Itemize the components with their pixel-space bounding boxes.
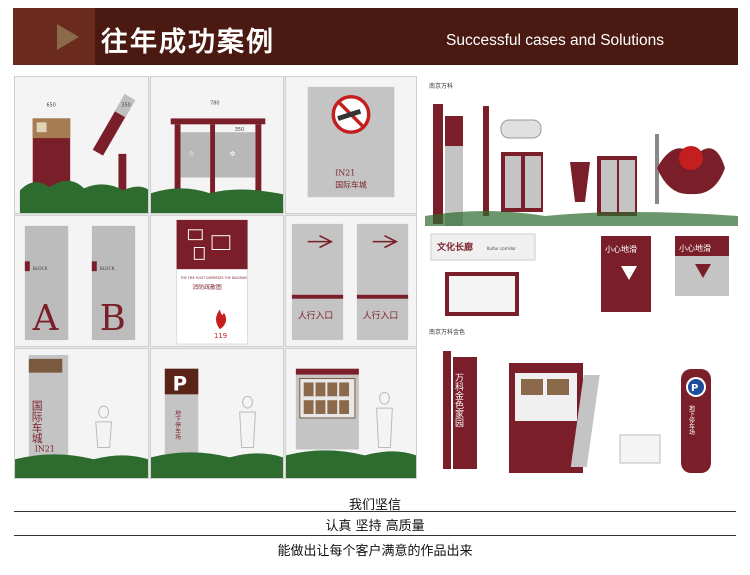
signage-illustration [286, 349, 416, 478]
header-banner: 往年成功案例 Successful cases and Solutions [13, 8, 738, 65]
svg-text:文化长廊: 文化长廊 [436, 241, 473, 253]
signage-drawings: 文化长廊 Kultur corridor 小心地滑 小心地滑 [425, 104, 738, 316]
svg-text:万科金色家园: 万科金色家园 [453, 373, 464, 428]
case-thumbnail-1[interactable]: 650 350 [14, 76, 149, 214]
case-thumbnail-5[interactable]: THE FIRE FIGHT DISPERSES THE DIAGRAM 消防疏… [150, 215, 284, 347]
signage-illustration: 国际车城 IN21 [15, 349, 148, 478]
svg-text:THE FIRE FIGHT DISPERSES THE D: THE FIRE FIGHT DISPERSES THE DIAGRAM [180, 276, 247, 280]
svg-text:♲: ♲ [188, 150, 194, 158]
svg-text:消防疏散图: 消防疏散图 [192, 283, 222, 291]
svg-text:650: 650 [47, 103, 56, 109]
case-thumbnail-8[interactable]: P 地下停车场 [150, 348, 284, 479]
signage-illustration: 人行入口 人行入口 [286, 216, 416, 346]
arrow-right-icon [57, 24, 79, 50]
svg-text:人行入口: 人行入口 [363, 309, 398, 321]
section-title: 南京万科 [429, 83, 454, 90]
footer-line-3: 能做出让每个客户满意的作品出来 [277, 544, 473, 559]
case-thumbnail-9[interactable] [285, 348, 417, 479]
right-bottom-section: 南京万科金色 万科金色家园 P 地下停车场 [425, 323, 738, 481]
banner-title-cn: 往年成功案例 [101, 27, 275, 58]
svg-text:✲: ✲ [230, 150, 236, 158]
signage-illustration: 650 350 [15, 77, 148, 213]
svg-text:B: B [100, 298, 126, 339]
svg-text:国际车城: 国际车城 [335, 179, 367, 189]
svg-text:小心地滑: 小心地滑 [605, 244, 637, 254]
svg-text:A: A [32, 298, 59, 339]
case-thumbnail-2[interactable]: ♲ ✲ 780 350 [150, 76, 284, 214]
section-title: 南京万科金色 [429, 329, 466, 336]
right-top-section: 南京万科 文化长廊 Kultur corridor 小心地滑 小心地滑 [425, 76, 738, 321]
case-thumbnail-3[interactable]: IN21 国际车城 [285, 76, 417, 214]
case-thumbnail-4[interactable]: BLOCK BLOCK A B [14, 215, 149, 347]
footer-divider [14, 511, 736, 512]
svg-text:小心地滑: 小心地滑 [679, 243, 711, 253]
svg-text:350: 350 [121, 103, 130, 109]
svg-text:P: P [173, 372, 187, 395]
svg-text:350: 350 [235, 127, 244, 133]
signage-illustration: P 地下停车场 [151, 349, 283, 478]
case-thumbnail-6[interactable]: 人行入口 人行入口 [285, 215, 417, 347]
case-grid: 650 350 ♲ ✲ 780 350 IN21 国际车城 [14, 76, 417, 479]
svg-text:国际车城: 国际车城 [30, 400, 43, 444]
signage-illustration: ♲ ✲ 780 350 [151, 77, 283, 213]
svg-text:Kultur corridor: Kultur corridor [487, 246, 516, 251]
svg-text:IN21: IN21 [35, 444, 55, 453]
svg-text:人行入口: 人行入口 [298, 309, 333, 321]
footer-line-2: 认真 坚持 高质量 [325, 519, 425, 534]
svg-text:BLOCK: BLOCK [100, 266, 115, 272]
svg-text:地下停车场: 地下停车场 [174, 409, 181, 441]
signage-illustration: THE FIRE FIGHT DISPERSES THE DIAGRAM 消防疏… [151, 216, 283, 346]
case-thumbnail-7[interactable]: 国际车城 IN21 [14, 348, 149, 479]
svg-text:BLOCK: BLOCK [33, 266, 48, 272]
signage-illustration: BLOCK BLOCK A B [15, 216, 148, 346]
svg-text:IN21: IN21 [335, 169, 355, 178]
banner-accent-shape [13, 8, 95, 65]
footer-divider [14, 535, 736, 536]
svg-text:119: 119 [214, 332, 227, 340]
signage-illustration: IN21 国际车城 [286, 77, 416, 213]
svg-text:780: 780 [210, 101, 219, 107]
svg-text:地下停车场: 地下停车场 [688, 404, 695, 436]
banner-title-en: Successful cases and Solutions [446, 32, 664, 49]
svg-text:P: P [691, 383, 698, 394]
signage-drawings: 万科金色家园 P 地下停车场 [443, 351, 711, 473]
footer-line-1: 我们坚信 [348, 498, 401, 513]
